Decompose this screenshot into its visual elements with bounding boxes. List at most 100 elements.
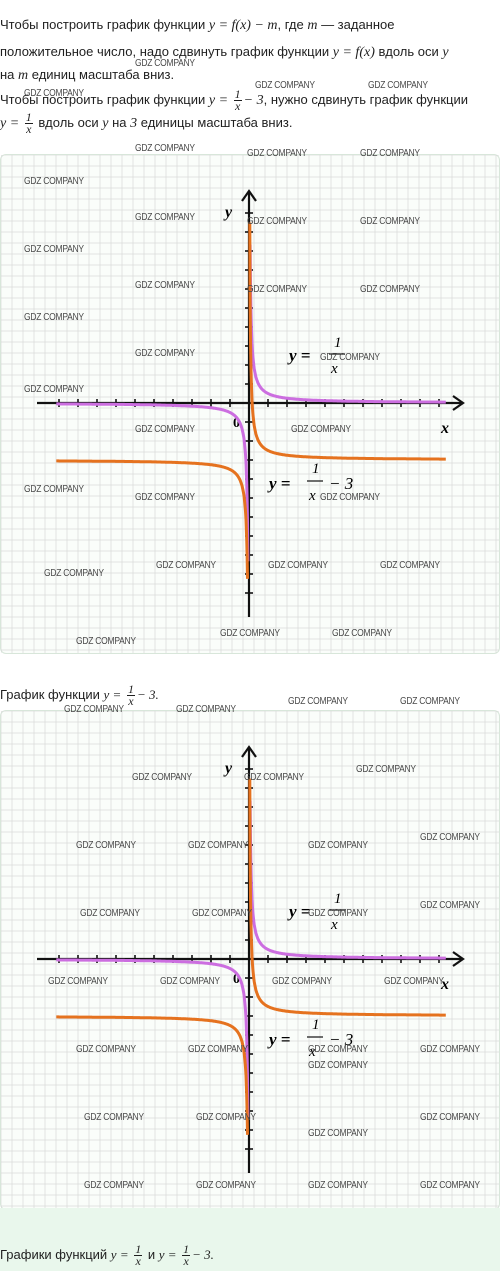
watermark: GDZ COMPANY [76,1044,136,1055]
intro-line-3: на m единиц масштаба вниз. [0,64,496,87]
watermark: GDZ COMPANY [160,976,220,987]
watermark: GDZ COMPANY [48,976,108,987]
curve-1-over-x-right-branch [248,800,446,960]
watermark: GDZ COMPANY [247,216,307,227]
label-2-minus: − 3 [329,1030,353,1049]
watermark: GDZ COMPANY [76,636,136,647]
watermark: GDZ COMPANY [156,560,216,571]
watermark: GDZ COMPANY [356,764,416,775]
text: Чтобы построить график функции [0,17,209,32]
watermark: GDZ COMPANY [332,628,392,639]
watermark: GDZ COMPANY [24,88,84,99]
watermark: GDZ COMPANY [192,908,252,919]
watermark: GDZ COMPANY [420,832,480,843]
label-2-num: 1 [312,461,320,477]
math: y = [208,93,229,108]
watermark: GDZ COMPANY [360,148,420,159]
watermark: GDZ COMPANY [420,1044,480,1055]
math: y = f(x) [332,45,375,60]
label-1-y: y = [287,346,310,365]
curve-1-over-x-minus-3-right-branch [248,222,446,461]
watermark: GDZ COMPANY [420,1112,480,1123]
watermark: GDZ COMPANY [320,352,380,363]
label-2-y: y = [267,474,290,493]
watermark: GDZ COMPANY [135,280,195,291]
label-2-minus: − 3 [329,474,353,493]
watermark: GDZ COMPANY [255,80,315,91]
watermark: GDZ COMPANY [24,312,84,323]
math: y = [110,1246,129,1262]
watermark: GDZ COMPANY [308,1128,368,1139]
y-axis-label: y [223,760,233,777]
label-2-den: x [308,488,316,504]
watermark: GDZ COMPANY [380,560,440,571]
label-1-num: 1 [334,335,342,351]
text: на [0,67,19,82]
text: единицы масштаба вниз. [137,115,293,131]
text: График функции [0,686,104,702]
y-axis-arrow [241,189,257,202]
watermark: GDZ COMPANY [247,284,307,295]
watermark: GDZ COMPANY [24,176,84,187]
curve-1-over-x-left-branch [56,958,250,1118]
watermark: GDZ COMPANY [135,492,195,503]
curve-1-over-x-minus-3-right-branch [248,778,446,1017]
watermark: GDZ COMPANY [308,908,368,919]
y-axis-arrow [241,745,257,758]
math: 3 [130,116,138,132]
watermark: GDZ COMPANY [24,384,84,395]
watermark: GDZ COMPANY [188,840,248,851]
intro-line-1: Чтобы построить график функции y = f(x) … [0,14,496,37]
watermark: GDZ COMPANY [400,696,460,707]
x-axis-arrow [452,951,465,967]
curve-1-over-x-right-branch [248,244,446,404]
text: Чтобы построить график функции [0,92,209,107]
math: m [18,68,29,83]
watermark: GDZ COMPANY [132,772,192,783]
watermark: GDZ COMPANY [84,1112,144,1123]
watermark: GDZ COMPANY [360,216,420,227]
origin-label: 0 [233,972,240,987]
label-1-num: 1 [334,891,342,907]
math: − 3 [243,93,264,108]
label-2-num: 1 [312,1017,320,1033]
math: − 3. [192,1246,214,1262]
label-2-y: y = [267,1030,290,1049]
text: вдоль оси [34,115,103,131]
x-axis-arrow [452,395,465,411]
intro-line-2: положительное число, надо сдвинуть графи… [0,41,496,64]
label-1-den: x [330,917,338,933]
watermark: GDZ COMPANY [247,148,307,159]
watermark: GDZ COMPANY [420,1180,480,1191]
watermark: GDZ COMPANY [288,696,348,707]
math: y [442,45,449,60]
watermark: GDZ COMPANY [196,1112,256,1123]
watermark: GDZ COMPANY [135,424,195,435]
watermark: GDZ COMPANY [384,976,444,987]
text: положительное число, надо сдвинуть графи… [0,44,333,59]
watermark: GDZ COMPANY [135,143,195,154]
watermark: GDZ COMPANY [188,1044,248,1055]
watermark: GDZ COMPANY [135,212,195,223]
watermark: GDZ COMPANY [291,424,351,435]
watermark: GDZ COMPANY [272,976,332,987]
watermark: GDZ COMPANY [44,568,104,579]
watermark: GDZ COMPANY [308,1060,368,1071]
watermark: GDZ COMPANY [368,80,428,91]
math: y = [103,686,122,702]
watermark: GDZ COMPANY [80,908,140,919]
text: на [108,115,131,131]
watermark: GDZ COMPANY [135,348,195,359]
x-axis-label: x [440,420,449,437]
text: , где [277,17,308,32]
watermark: GDZ COMPANY [64,704,124,715]
watermark: GDZ COMPANY [244,772,304,783]
